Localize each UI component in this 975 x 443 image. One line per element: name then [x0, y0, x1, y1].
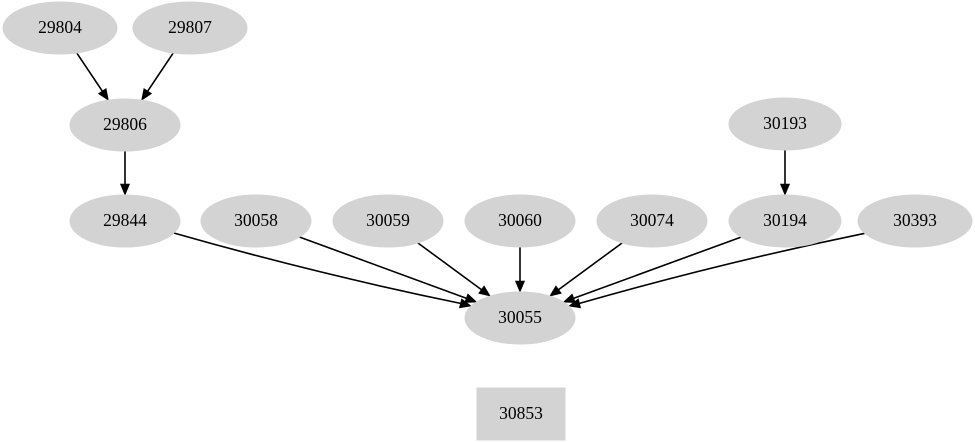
node-ellipse-shape[interactable]	[596, 194, 708, 248]
graph-edge-arrowhead	[562, 293, 576, 303]
node-ellipse-shape[interactable]	[69, 98, 181, 152]
node-ellipse-shape[interactable]	[464, 291, 576, 345]
graph-edge	[173, 232, 461, 305]
node-ellipse-shape[interactable]	[728, 194, 842, 248]
node-ellipse-shape[interactable]	[2, 1, 118, 55]
node-ellipse-shape[interactable]	[728, 97, 842, 151]
graph-edge	[579, 232, 865, 305]
graph-edge	[75, 52, 103, 92]
graph-edge-arrowhead	[568, 298, 581, 309]
graph-edge	[573, 236, 742, 300]
node-ellipse-shape[interactable]	[332, 194, 444, 248]
graph-edge-arrowhead	[141, 88, 153, 101]
graph-node-29844[interactable]: 29844	[69, 194, 181, 248]
graph-node-30058[interactable]: 30058	[200, 194, 312, 248]
graph-node-30194[interactable]: 30194	[728, 194, 842, 248]
graph-node-29806[interactable]: 29806	[69, 98, 181, 152]
node-ellipse-shape[interactable]	[132, 1, 248, 55]
graph-edge	[147, 52, 175, 92]
graph-node-30074[interactable]: 30074	[596, 194, 708, 248]
graph-node-30059[interactable]: 30059	[332, 194, 444, 248]
graph-node-30193[interactable]: 30193	[728, 97, 842, 151]
edges-layer	[75, 52, 865, 309]
graph-node-30853[interactable]: 30853	[476, 387, 566, 441]
graph-edge-arrowhead	[119, 183, 131, 196]
node-ellipse-shape[interactable]	[857, 194, 973, 248]
graph-edge	[417, 242, 482, 291]
graph-edge-arrowhead	[514, 280, 526, 293]
node-ellipse-shape[interactable]	[69, 194, 181, 248]
node-box-shape[interactable]	[476, 387, 566, 441]
graph-edge	[558, 242, 623, 291]
graph-node-30393[interactable]: 30393	[857, 194, 973, 248]
node-ellipse-shape[interactable]	[464, 194, 576, 248]
graph-edge-arrowhead	[478, 285, 491, 297]
graph-node-29807[interactable]: 29807	[132, 1, 248, 55]
graph-node-30055[interactable]: 30055	[464, 291, 576, 345]
graph-node-30060[interactable]: 30060	[464, 194, 576, 248]
graph-edge-arrowhead	[464, 293, 478, 303]
graph-node-29804[interactable]: 29804	[2, 1, 118, 55]
graph-edge-arrowhead	[97, 88, 109, 101]
graph-edge	[299, 236, 467, 300]
node-ellipse-shape[interactable]	[200, 194, 312, 248]
graph-edge-arrowhead	[779, 183, 791, 196]
graph-edge-arrowhead	[549, 285, 562, 297]
